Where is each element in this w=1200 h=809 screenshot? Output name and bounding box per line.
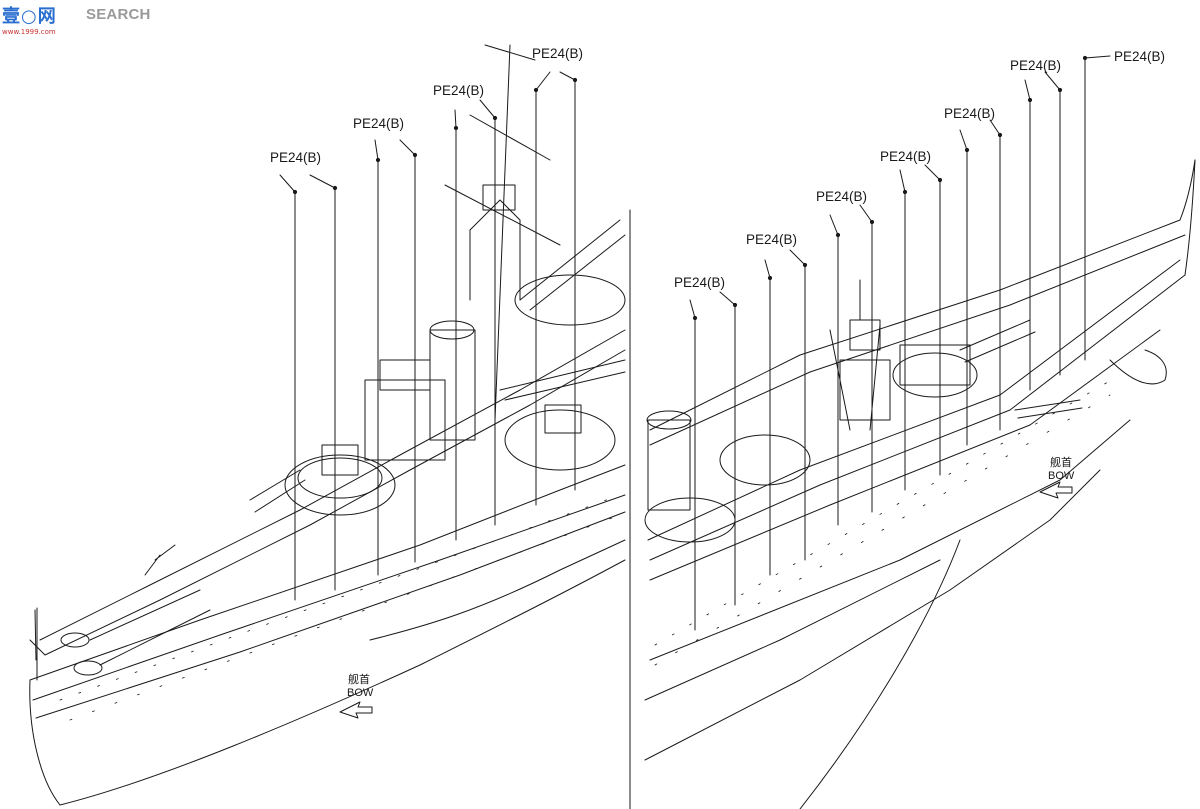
right-callout-5: PE24(B): [944, 106, 995, 121]
left-direction-cn: 舰首: [348, 672, 370, 686]
right-direction-cn: 舰首: [1050, 455, 1072, 469]
right-callout-3: PE24(B): [816, 189, 867, 204]
left-callout-4: PE24(B): [532, 46, 583, 61]
right-ship-drawing: [629, 159, 1196, 809]
watermark: 壹○网 SEARCH www.1999.com: [2, 2, 162, 38]
left-callout-3: PE24(B): [433, 83, 484, 98]
right-callout-4: PE24(B): [880, 149, 931, 164]
right-direction-en: BOW: [1048, 470, 1075, 482]
watermark-logo: 壹○网: [2, 6, 57, 27]
right-callout-7: PE24(B): [1114, 49, 1165, 64]
left-callout-2: PE24(B): [353, 116, 404, 131]
watermark-text: SEARCH: [86, 6, 151, 23]
left-direction-en: BOW: [347, 687, 374, 699]
right-leader-lines: [689, 55, 1111, 631]
left-callout-1: PE24(B): [270, 150, 321, 165]
watermark-url: www.1999.com: [2, 28, 56, 36]
left-leader-lines: [279, 71, 578, 601]
right-callout-6: PE24(B): [1010, 58, 1061, 73]
right-callout-1: PE24(B): [674, 275, 725, 290]
left-ship-drawing: [29, 44, 626, 806]
right-callout-2: PE24(B): [746, 232, 797, 247]
